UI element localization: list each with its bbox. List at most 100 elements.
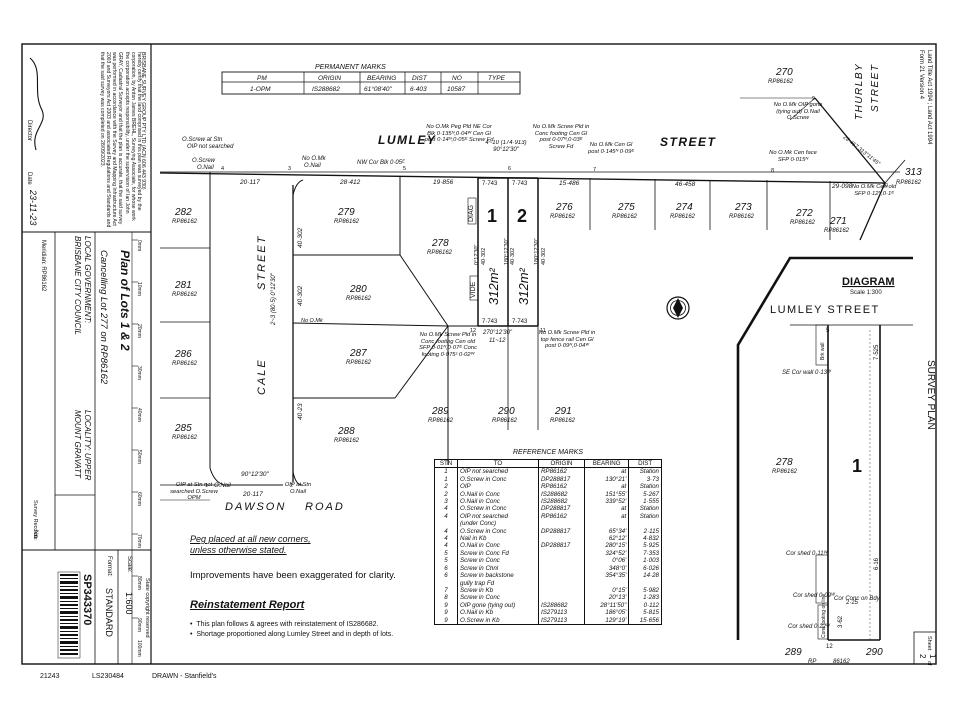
lot-rp: RP86162 (346, 360, 372, 366)
certificate-block: BRISBANE SURVEY GROUP PTY LTD (ACN 606 4… (140, 52, 146, 190)
permanent-marks-title: PERMANENT MARKS (315, 64, 386, 71)
permanent-marks-table: PERMANENT MARKS PM ORIGIN BEARING DIST N… (221, 64, 521, 95)
lot-rp: RP86162 (492, 418, 518, 424)
north-arrow-icon: N (666, 296, 690, 320)
ref-cell-bear (584, 579, 630, 587)
table-header-row: STN TO ORIGIN BEARING DIST (434, 459, 662, 469)
ref-cell-origin: RP86162 (538, 483, 586, 491)
ref-cell-dist: 6·026 (643, 564, 659, 572)
svg-text:40·302: 40·302 (297, 285, 304, 306)
ref-cell-bear: 0°06' (584, 557, 630, 565)
ref-cell-dist: 5·267 (643, 490, 659, 498)
sheet-total: 2 (918, 654, 927, 659)
ref-cell-to: Nail in Kb (457, 535, 539, 543)
new-lot-2: 2 (517, 206, 527, 226)
pm-cell: 6·403 (410, 86, 427, 93)
ref-cell-dist (629, 580, 662, 587)
street-cale: CALE (256, 358, 268, 395)
ref-cell-bear: at (584, 483, 630, 491)
ref-cell-stn: 5 (434, 557, 458, 565)
ref-cell-stn: 4 (434, 542, 458, 550)
lot-rp: RP86162 (729, 214, 755, 220)
locality: LOCALITY: UPPER MOUNT GRAVATT (73, 410, 92, 481)
ref-cell-dist: 1·003 (643, 557, 659, 565)
diagram-dim-1: 7·525 (874, 344, 880, 360)
diag-label: DIAG (468, 205, 475, 222)
ref-cell-to: OIP not searched (457, 512, 539, 521)
lot-number: 270 (775, 67, 793, 78)
ref-cell-to: O.Screw in Conc (457, 475, 539, 484)
diagram-bottom-lot-2: 290 (865, 647, 883, 658)
reinstatement-bullets: • This plan follows & agrees with reinst… (190, 620, 393, 640)
svg-text:11~12: 11~12 (489, 338, 506, 344)
cor-shed-3: Cor shed 0·22ᵂ (788, 623, 831, 630)
new-lot-1: 1 (487, 206, 497, 226)
ref-cell-origin: IS279113 (538, 616, 586, 625)
bear-3: 180°12'30" (534, 238, 540, 265)
lot-rp: RP86162 (768, 79, 794, 85)
ref-cell-to: OIP gone (tying out) (457, 601, 539, 610)
ref-cell-to: O.Nail in Conc (457, 498, 539, 506)
svg-text:5: 5 (403, 166, 406, 172)
diagram-street: LUMLEY STREET (770, 304, 880, 316)
new-lot-1-area: 312m² (486, 267, 501, 305)
ref-cell-bear: at (584, 512, 630, 521)
ref-cell-bear: 0°15' (584, 586, 630, 595)
lot-number: 273 (734, 202, 752, 213)
note-oldsfp-wrap: No O.Mk Cen old SFP 0·12ᴺ,0·1ᴱ (852, 184, 896, 197)
lot-number: 274 (675, 202, 693, 213)
lot-number: 276 (555, 202, 573, 213)
lot-number: 278 (431, 238, 449, 249)
company-name: BRISBANE SURVEY GROUP PTY LTD (ACN 606 4… (140, 52, 146, 190)
sheet-box (913, 631, 937, 665)
ref-cell-dist: 14·28 (643, 572, 659, 580)
peg-note-line-2: unless otherwise stated. (190, 545, 287, 555)
lot-number: 272 (795, 208, 813, 219)
scale-value: 1:600 (124, 592, 134, 615)
ref-cell-stn: 4 (434, 505, 458, 513)
pm-header-type: TYPE (488, 75, 506, 82)
svg-text:N: N (676, 307, 680, 313)
dim-bot-2: 7·743 (512, 319, 528, 325)
lot-rp: RP86162 (428, 418, 454, 424)
pm-header-bearing: BEARING (367, 75, 396, 82)
lot-number: 288 (337, 426, 355, 437)
svg-text:OIP not searched: OIP not searched (187, 144, 234, 150)
cor-shed-2: Cor shed 0·09ᵂ (793, 592, 836, 599)
ref-cell-bear: 280°15' (584, 542, 630, 550)
lot-rp: RP86162 (612, 214, 638, 220)
note-cenface-wrap: No O.Mk Cen face SFP 0·015ᴺ (769, 150, 817, 163)
side-2: 40·302 (510, 248, 516, 265)
ref-header-to: TO (457, 459, 539, 469)
ref-header-origin: ORIGIN (538, 459, 586, 469)
note-glpost-wrap: No O.Mk Cen Gl post 0·145ᴺ 0·09ᴱ (588, 142, 634, 155)
ref-cell-dist: 3·73 (646, 475, 659, 483)
svg-text:No O.Mk: No O.Mk (301, 318, 323, 324)
note-oipgone: No O.Mk OIP gone (tying out) O.Nail O.Sc… (773, 102, 823, 122)
svg-text:90°12'30": 90°12'30" (241, 470, 270, 478)
note-mid: 4~10 (174·913) 90°12'30" (485, 140, 527, 153)
lot-rp: RP86162 (172, 361, 198, 367)
svg-text:270°12'30": 270°12'30" (482, 330, 513, 336)
pm-cell: 61°08'40" (364, 85, 393, 93)
director-signature (29, 57, 44, 151)
pm-cell: 10587 (447, 86, 465, 93)
diagram-dim-4: 3·62 (838, 615, 844, 628)
ref-cell-dist (629, 520, 662, 527)
diagram-dim-3: 2·25 (846, 600, 859, 606)
cor-conc: Cor Conc on Bdy (834, 596, 881, 602)
ref-cell-origin (538, 557, 586, 565)
lot-number: 285 (174, 423, 192, 434)
svg-text:20·117: 20·117 (242, 491, 263, 498)
ref-cell-dist: 15·656 (639, 616, 659, 624)
local-government-wrap: LOCAL GOVERNMENT: BRISBANE CITY COUNCIL (73, 236, 92, 335)
ref-cell-bear: 151°55' (584, 490, 630, 499)
lot-number: 286 (174, 349, 192, 360)
ruler-label-2: 20mm (136, 324, 142, 338)
note-screw: No O.Mk Screw Pld in Conc footing Cen Gl… (532, 124, 590, 150)
